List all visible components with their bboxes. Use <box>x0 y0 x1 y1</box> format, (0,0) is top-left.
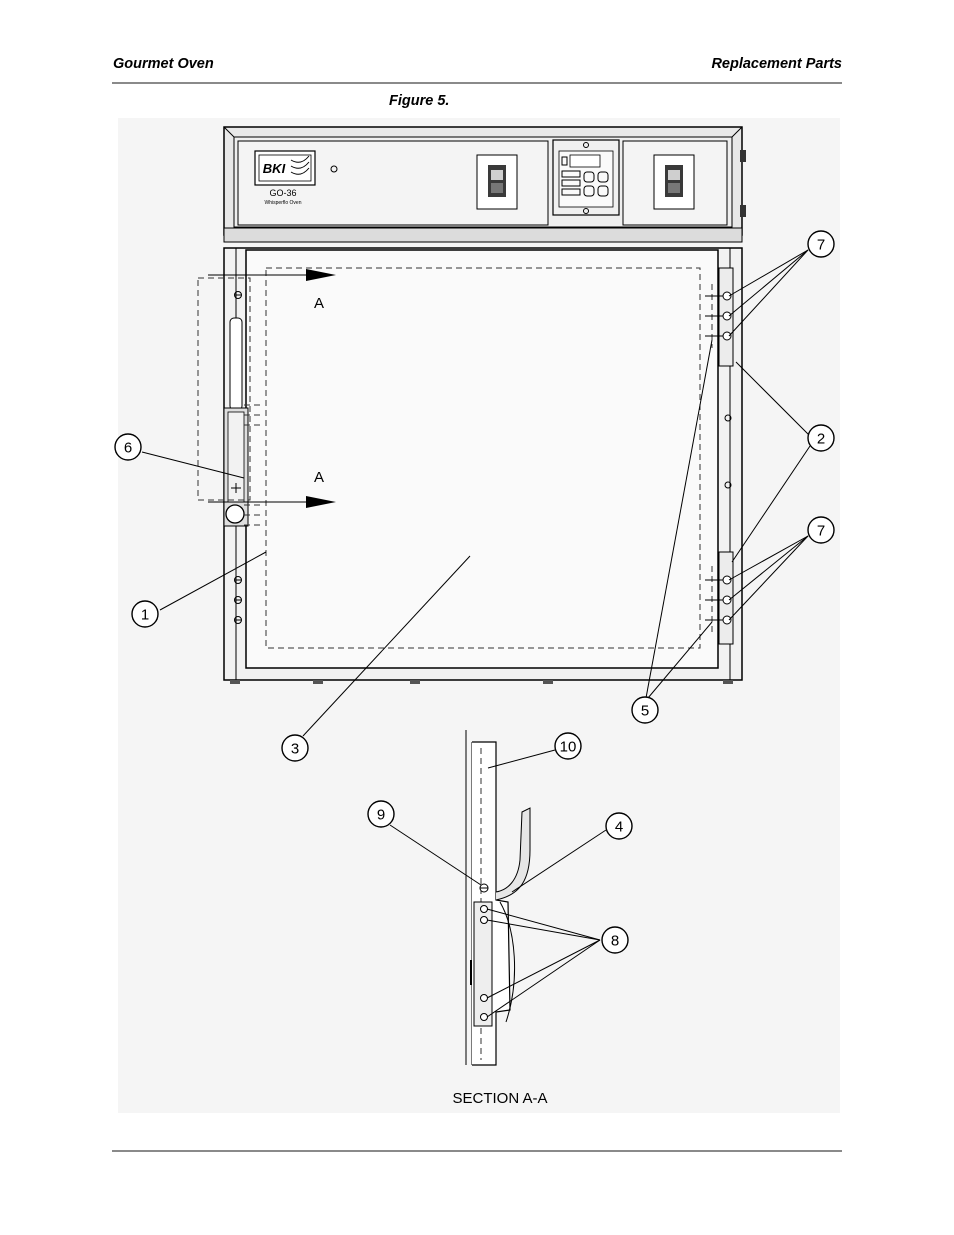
oven-door-assembly <box>197 247 743 684</box>
leader-lines <box>141 249 811 1018</box>
callout-8: 8 <box>601 926 629 954</box>
section-marker-label-bottom: A <box>314 469 324 486</box>
figure-caption: Figure 5. <box>389 93 450 109</box>
handle-knob-icon <box>225 504 245 524</box>
control-panel: BKI GO-36 Whisperflo Oven <box>223 126 746 243</box>
bki-logo: BKI <box>254 150 316 186</box>
callout-1: 1 <box>131 600 159 628</box>
section-a-a-detail: SECTION A-A <box>452 730 548 1107</box>
svg-text:1: 1 <box>141 607 149 624</box>
svg-text:9: 9 <box>377 807 385 824</box>
callout-10: 10 <box>554 732 582 760</box>
callout-2: 2 <box>807 424 835 452</box>
upper-hinge <box>705 267 734 367</box>
callout-4: 4 <box>605 812 633 840</box>
lower-hinge <box>705 551 734 645</box>
section-marker-label-top: A <box>314 295 324 312</box>
svg-text:5: 5 <box>641 703 649 720</box>
header-document-title: Gourmet Oven <box>113 56 214 72</box>
left-side-screws <box>234 291 242 624</box>
door-handle <box>197 277 262 527</box>
callout-7-upper: 7 <box>807 230 835 258</box>
callout-6: 6 <box>114 433 142 461</box>
header-rule <box>112 82 842 84</box>
door-glass-outline <box>265 267 701 649</box>
svg-text:4: 4 <box>615 819 623 836</box>
callout-9: 9 <box>367 800 395 828</box>
section-marker-bottom: A <box>208 469 336 508</box>
indicator-light-icon <box>330 165 338 173</box>
door-glass-frame <box>245 249 719 669</box>
svg-text:10: 10 <box>560 739 577 756</box>
section-title: SECTION A-A <box>452 1090 547 1107</box>
callout-5: 5 <box>631 696 659 724</box>
digital-controller-keypad <box>552 139 620 216</box>
svg-text:7: 7 <box>817 523 825 540</box>
svg-text:6: 6 <box>124 440 132 457</box>
header-section-title: Replacement Parts <box>711 56 842 72</box>
left-rocker-switch-icon <box>476 154 518 210</box>
svg-text:2: 2 <box>817 431 825 448</box>
model-label: GO-36 <box>269 188 296 198</box>
callout-7-lower: 7 <box>807 516 835 544</box>
callout-3: 3 <box>281 734 309 762</box>
footer-rule <box>112 1150 842 1152</box>
section-marker-top: A <box>208 269 336 312</box>
model-sublabel: Whisperflo Oven <box>265 200 302 206</box>
right-rocker-switch-icon <box>653 154 695 210</box>
brand-logo-text: BKI <box>263 161 286 176</box>
svg-text:7: 7 <box>817 237 825 254</box>
svg-text:8: 8 <box>611 933 619 950</box>
svg-text:3: 3 <box>291 741 299 758</box>
right-side-screws <box>724 414 732 489</box>
